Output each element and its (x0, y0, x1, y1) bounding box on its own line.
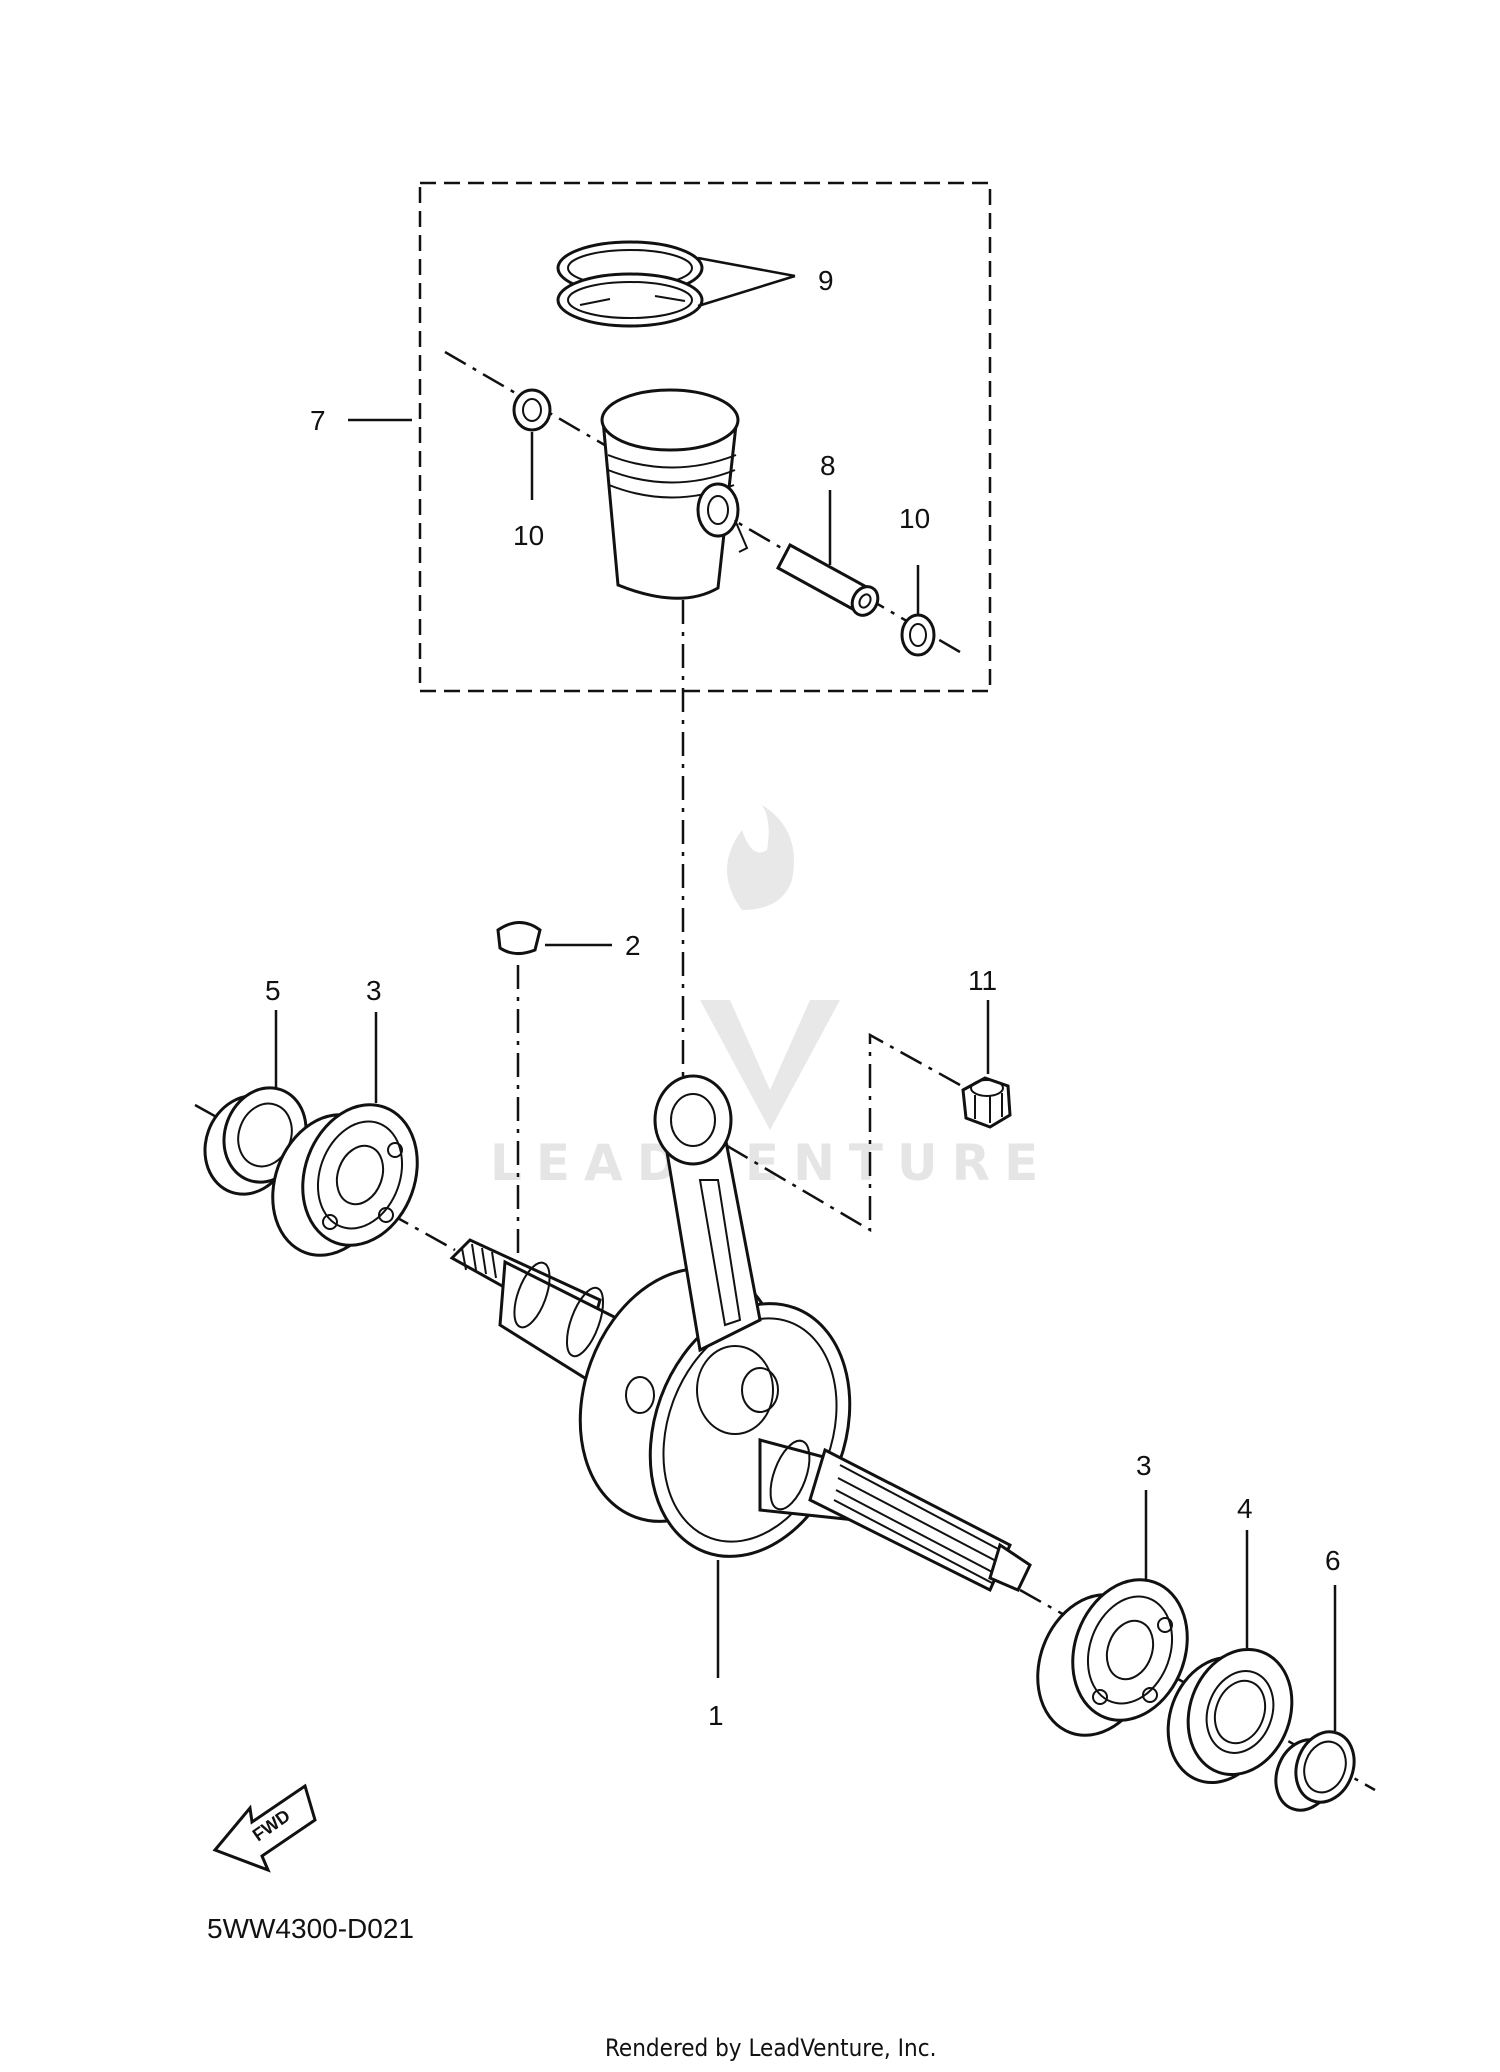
callout-9: 9 (818, 265, 834, 296)
collar (1274, 1730, 1356, 1812)
callout-7: 7 (310, 405, 326, 436)
watermark-text: LEADVENTURE (490, 1134, 1052, 1192)
circlip-left (512, 388, 552, 432)
nut-path-line (699, 1032, 961, 1233)
callout-10a: 10 (513, 520, 544, 551)
bearing-left (271, 1103, 419, 1257)
piston-rings (556, 240, 704, 328)
fwd-arrow-icon: FWD (212, 1783, 317, 1873)
footer-credit: Rendered by LeadVenture, Inc. (605, 2034, 936, 2062)
callout-3a: 3 (366, 975, 382, 1006)
leader-9b (697, 274, 796, 308)
piston-pin (775, 542, 880, 617)
oil-seal-right (1166, 1647, 1294, 1785)
nut (961, 1076, 1012, 1129)
connecting-rod (653, 1074, 774, 1435)
callout-6: 6 (1325, 1545, 1341, 1576)
callout-5: 5 (265, 975, 281, 1006)
circlip-right (900, 613, 936, 657)
callout-4: 4 (1237, 1493, 1253, 1524)
callout-2: 2 (625, 930, 641, 961)
callout-11: 11 (968, 965, 997, 996)
oil-seal-left (203, 1086, 308, 1196)
piston-kit-box (418, 181, 992, 693)
piston (600, 388, 749, 600)
watermark: LEADVENTURE (490, 805, 1052, 1192)
woodruff-key (496, 921, 542, 955)
callout-1: 1 (708, 1700, 724, 1731)
callout-10b: 10 (899, 503, 930, 534)
callout-8: 8 (820, 450, 836, 481)
diagram-code: 5WW4300-D021 (207, 1913, 414, 1944)
leader-9a (697, 256, 796, 278)
callout-3b: 3 (1136, 1450, 1152, 1481)
bearing-right (1036, 1578, 1189, 1737)
